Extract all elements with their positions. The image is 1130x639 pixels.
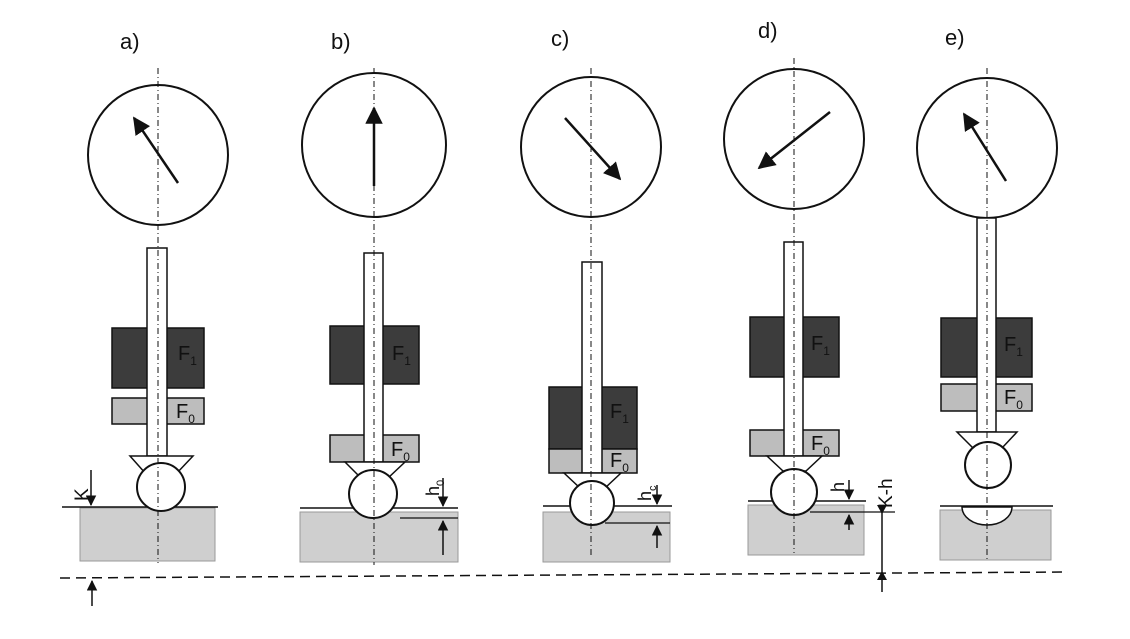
weight-f0-label: F0 <box>1004 387 1023 412</box>
indenter-rod <box>581 261 603 474</box>
weight-f0-label: F0 <box>176 401 195 426</box>
panel-c: F1 F0 hc <box>520 68 672 563</box>
hc-label: hc <box>635 485 659 501</box>
panel-label-c: c) <box>551 26 569 51</box>
panel-label-b: b) <box>331 29 351 54</box>
weight-f1-label: F1 <box>392 343 411 368</box>
surface-block <box>299 511 459 563</box>
k-minus-h-label: K-h <box>876 478 897 508</box>
panel-label-e: e) <box>945 25 965 50</box>
reference-baseline <box>59 571 1069 579</box>
indenter-ball <box>569 480 615 526</box>
dial-needle <box>962 112 1008 182</box>
weight-f1-label: F1 <box>811 333 830 358</box>
panel-d: F1 F0 h <box>723 58 895 556</box>
indenter-ball <box>964 441 1012 489</box>
k-label: K <box>72 488 93 501</box>
weight-f1-label: F1 <box>610 401 629 426</box>
dial-needle <box>564 117 622 181</box>
weight-f0-label: F0 <box>391 439 410 464</box>
weight-f1-label: F1 <box>178 343 197 368</box>
k-minus-h-arrowhead-bottom <box>877 571 887 580</box>
panel-b: F1 F0 h0 <box>299 68 459 565</box>
indenter-ball <box>136 462 186 512</box>
weight-f0-label: F0 <box>610 450 629 475</box>
h0-label: h0 <box>423 480 447 496</box>
weight-f1-label: F1 <box>1004 334 1023 359</box>
panel-label-a: a) <box>120 29 140 54</box>
panel-e: F1 F0 <box>916 68 1058 561</box>
indenter-ball <box>348 469 398 519</box>
indenter-rod <box>146 247 168 457</box>
panel-label-d: d) <box>758 18 778 43</box>
k-minus-h-arrowhead-top <box>877 505 887 514</box>
weight-f0-label: F0 <box>811 433 830 458</box>
dial-needle <box>132 116 180 184</box>
panel-a: F1 F0 K <box>62 68 229 563</box>
h-label: h <box>828 482 848 492</box>
surface-block <box>79 507 216 562</box>
surface-block <box>747 504 865 556</box>
